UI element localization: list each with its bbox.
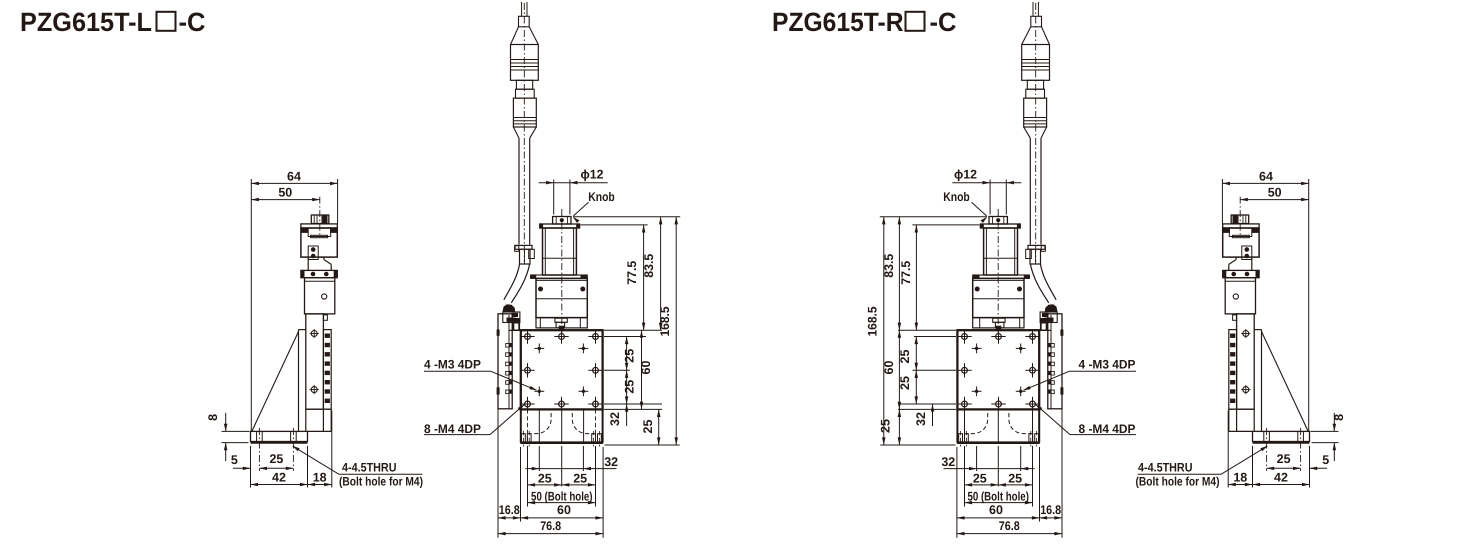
- svg-text:25: 25: [1277, 452, 1291, 466]
- svg-text:(Bolt hole for M4): (Bolt hole for M4): [1136, 474, 1220, 488]
- svg-text:16.8: 16.8: [499, 503, 520, 517]
- svg-text:25: 25: [898, 350, 912, 364]
- svg-text:25: 25: [973, 472, 987, 486]
- svg-text:16.8: 16.8: [1040, 503, 1061, 517]
- svg-text:42: 42: [272, 471, 286, 485]
- svg-text:-C: -C: [930, 7, 957, 37]
- svg-text:18: 18: [313, 471, 327, 485]
- svg-text:168.5: 168.5: [658, 306, 672, 336]
- svg-text:25: 25: [898, 376, 912, 390]
- svg-text:18: 18: [1233, 471, 1247, 485]
- svg-text:50 (Bolt hole): 50 (Bolt hole): [967, 489, 1029, 503]
- svg-text:25: 25: [1008, 472, 1022, 486]
- svg-text:60: 60: [639, 361, 653, 375]
- svg-text:64: 64: [287, 169, 301, 183]
- svg-text:25: 25: [538, 472, 552, 486]
- svg-text:60: 60: [882, 361, 896, 375]
- svg-text:25: 25: [622, 349, 636, 363]
- svg-text:32: 32: [941, 455, 955, 469]
- svg-text:8 -M4 4DP: 8 -M4 4DP: [424, 422, 481, 436]
- svg-text:32: 32: [608, 412, 622, 426]
- svg-text:83.5: 83.5: [882, 254, 896, 278]
- svg-text:25: 25: [641, 420, 655, 434]
- svg-text:25: 25: [573, 472, 587, 486]
- svg-text:25: 25: [622, 380, 636, 394]
- svg-text:PZG615T-L: PZG615T-L: [20, 7, 152, 37]
- svg-text:PZG615T-R: PZG615T-R: [772, 7, 904, 37]
- svg-text:4-4.5THRU: 4-4.5THRU: [342, 460, 397, 474]
- svg-text:4 -M3 4DP: 4 -M3 4DP: [1079, 358, 1136, 372]
- svg-text:32: 32: [914, 412, 928, 426]
- svg-text:ϕ12: ϕ12: [954, 167, 977, 181]
- svg-text:60: 60: [989, 503, 1003, 517]
- svg-text:76.8: 76.8: [999, 519, 1020, 533]
- svg-text:168.5: 168.5: [865, 306, 879, 336]
- svg-text:Knob: Knob: [588, 190, 615, 204]
- svg-text:77.5: 77.5: [899, 261, 913, 285]
- svg-text:8: 8: [206, 414, 220, 421]
- svg-text:83.5: 83.5: [642, 254, 656, 278]
- svg-text:8: 8: [1332, 414, 1346, 421]
- svg-text:-C: -C: [179, 7, 206, 37]
- svg-text:8 -M4 4DP: 8 -M4 4DP: [1079, 422, 1136, 436]
- svg-text:50 (Bolt hole): 50 (Bolt hole): [531, 489, 593, 503]
- svg-text:76.8: 76.8: [540, 519, 561, 533]
- svg-text:77.5: 77.5: [625, 261, 639, 285]
- svg-text:50: 50: [278, 186, 292, 200]
- svg-text:25: 25: [269, 452, 283, 466]
- svg-text:Knob: Knob: [943, 190, 970, 204]
- svg-text:5: 5: [231, 453, 238, 467]
- svg-text:32: 32: [604, 455, 618, 469]
- svg-text:60: 60: [557, 503, 571, 517]
- svg-text:(Bolt hole for M4): (Bolt hole for M4): [339, 474, 423, 488]
- svg-text:25: 25: [879, 419, 893, 433]
- svg-text:5: 5: [1322, 453, 1329, 467]
- svg-text:ϕ12: ϕ12: [581, 167, 604, 181]
- svg-text:50: 50: [1268, 186, 1282, 200]
- svg-text:64: 64: [1259, 169, 1273, 183]
- svg-text:4 -M3 4DP: 4 -M3 4DP: [424, 358, 481, 372]
- svg-text:4-4.5THRU: 4-4.5THRU: [1138, 460, 1193, 474]
- svg-text:42: 42: [1274, 471, 1288, 485]
